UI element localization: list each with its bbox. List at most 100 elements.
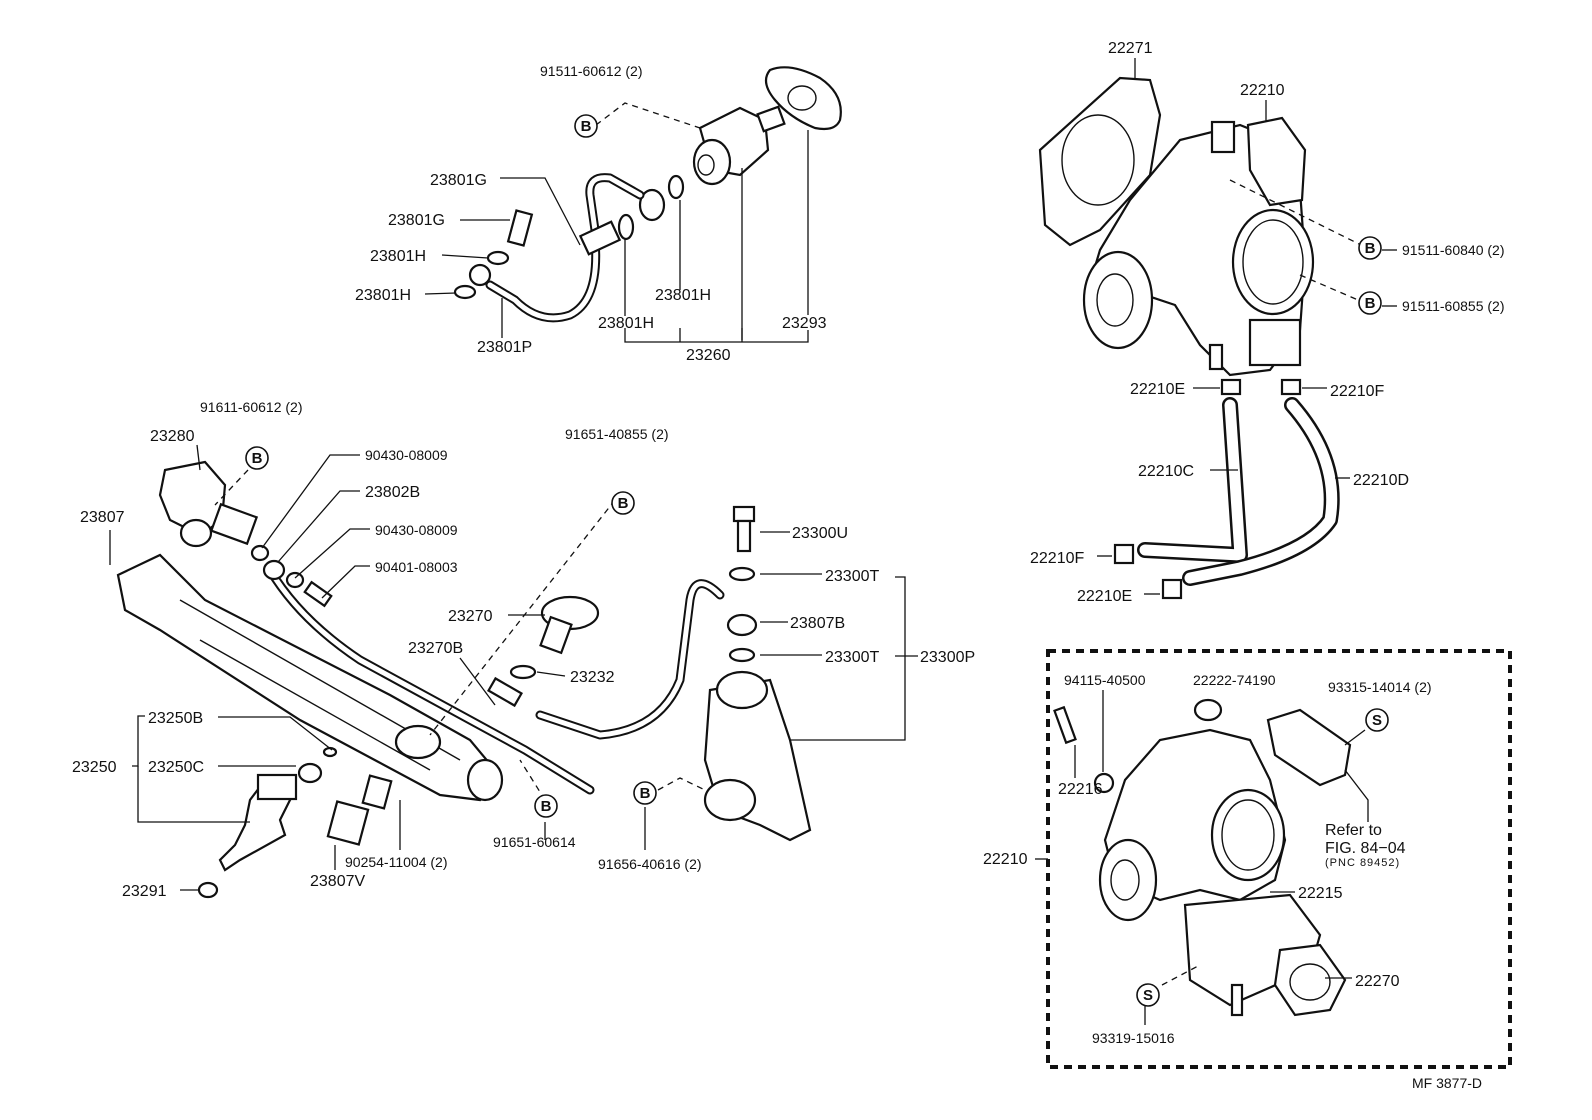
svg-text:B: B — [541, 798, 552, 815]
label-23802B: 23802B — [365, 484, 420, 501]
label-91511-60612: 91511-60612 (2) — [540, 63, 642, 79]
label-23280: 23280 — [150, 428, 195, 445]
label-91651-40855: 91651-40855 (2) — [565, 426, 669, 442]
marker-b-6: B — [534, 794, 558, 818]
label-22216: 22216 — [1058, 781, 1103, 798]
fuel-delivery-pipe — [109, 444, 616, 802]
bolt-23300U — [732, 505, 756, 523]
bolt-90401 — [303, 580, 333, 608]
svg-text:B: B — [1365, 295, 1376, 312]
sensor-22270 — [1273, 943, 1347, 1017]
label-23250B: 23250B — [148, 710, 203, 727]
union-nut — [638, 188, 666, 222]
throttle-body-top — [1038, 58, 1397, 377]
svg-text:S: S — [1143, 987, 1153, 1004]
fuel-pipe-assembly — [424, 66, 842, 343]
cushion-23250C — [297, 762, 323, 784]
pressure-regulator — [459, 595, 600, 708]
grommet-23807V — [326, 800, 370, 846]
refer-text-line2: FIG. 84−04 — [1325, 840, 1406, 857]
label-23300P: 23300P — [920, 649, 975, 666]
label-23270: 23270 — [448, 608, 493, 625]
label-23260: 23260 — [686, 347, 731, 364]
label-23801H-d: 23801H — [598, 315, 654, 332]
gasket-23801H — [667, 174, 685, 200]
label-23801G-b: 23801G — [388, 212, 445, 229]
label-22222-74190: 22222-74190 — [1193, 672, 1276, 688]
svg-text:B: B — [618, 495, 629, 512]
throttle-bore-detail — [1210, 788, 1286, 882]
air-valve — [1248, 318, 1302, 367]
label-22210-left: 22210 — [983, 851, 1028, 868]
label-23801H-c: 23801H — [655, 287, 711, 304]
union-23807B — [726, 613, 758, 637]
label-23801G-a: 23801G — [430, 172, 487, 189]
union-bolt — [578, 220, 622, 256]
marker-s-2: S — [1136, 983, 1160, 1007]
label-23801H-b: 23801H — [355, 287, 411, 304]
label-22210D: 22210D — [1353, 472, 1409, 489]
refer-text-line1: Refer to — [1325, 822, 1382, 839]
refer-text-line3: (PNC 89452) — [1325, 857, 1400, 869]
marker-b-5: B — [611, 491, 635, 515]
pipe-end — [466, 758, 504, 802]
svg-text:B: B — [1365, 240, 1376, 257]
svg-text:B: B — [581, 118, 592, 135]
label-91511-60855: 91511-60855 (2) — [1402, 298, 1504, 314]
screw-22216 — [1053, 705, 1077, 745]
label-23807V: 23807V — [310, 873, 365, 890]
clip-22210E — [1220, 378, 1242, 396]
label-90430-08009-b: 90430-08009 — [375, 522, 458, 538]
water-bypass-hoses — [1097, 378, 1350, 600]
oring-23232 — [509, 664, 537, 680]
label-91651-60614: 91651-60614 — [493, 834, 576, 850]
throttle-body-detail — [1035, 649, 1512, 1069]
label-93315-14014: 93315-14014 (2) — [1328, 679, 1432, 695]
damper-23280 — [158, 460, 227, 537]
label-22210F-b: 22210F — [1030, 550, 1084, 567]
label-22215: 22215 — [1298, 885, 1343, 902]
gasket-23293 — [764, 66, 842, 131]
label-90401-08003: 90401-08003 — [375, 559, 458, 575]
label-22210F-a: 22210F — [1330, 383, 1384, 400]
sensor-89452 — [1266, 708, 1352, 787]
label-93319-15016: 93319-15016 — [1092, 1030, 1175, 1046]
throttle-linkage — [1082, 250, 1154, 350]
injector-assembly — [132, 715, 646, 899]
clip-22210F — [1280, 378, 1302, 396]
label-23801H-a: 23801H — [370, 248, 426, 265]
label-23300T-b: 23300T — [825, 649, 879, 666]
label-94115-40500: 94115-40500 — [1064, 672, 1146, 688]
label-90254-11004: 90254-11004 (2) — [345, 854, 447, 870]
marker-s-1: S — [1365, 708, 1389, 732]
marker-b-7: B — [633, 781, 657, 805]
sensor — [1246, 116, 1307, 207]
label-23250: 23250 — [72, 759, 117, 776]
gasket — [486, 250, 510, 266]
nipple — [1210, 120, 1236, 154]
label-23250C: 23250C — [148, 759, 204, 776]
clip-22210E-b — [1161, 578, 1183, 600]
label-91611-60612: 91611-60612 (2) — [200, 399, 302, 415]
clip-22210F-b — [1113, 543, 1135, 565]
nut-94115 — [1093, 772, 1115, 794]
washer-23300T — [728, 566, 756, 582]
label-22271: 22271 — [1108, 40, 1153, 57]
grommet-90254 — [361, 774, 393, 810]
gasket-hole — [1061, 114, 1135, 206]
svg-text:B: B — [640, 785, 651, 802]
label-91656-40616: 91656-40616 (2) — [598, 856, 702, 872]
label-91511-60840: 91511-60840 (2) — [1402, 242, 1504, 258]
figure-code: MF 3877-D — [1412, 1075, 1482, 1091]
fuel-pressure-line — [535, 505, 918, 842]
label-90430-08009-a: 90430-08009 — [365, 447, 448, 463]
marker-b-4: B — [245, 446, 269, 470]
svg-text:B: B — [252, 450, 263, 467]
label-22210C: 22210C — [1138, 463, 1194, 480]
label-23293: 23293 — [782, 315, 827, 332]
insulator-23291 — [197, 881, 219, 899]
label-23300U: 23300U — [792, 525, 848, 542]
label-22270: 22270 — [1355, 973, 1400, 990]
valve-body — [692, 138, 732, 186]
